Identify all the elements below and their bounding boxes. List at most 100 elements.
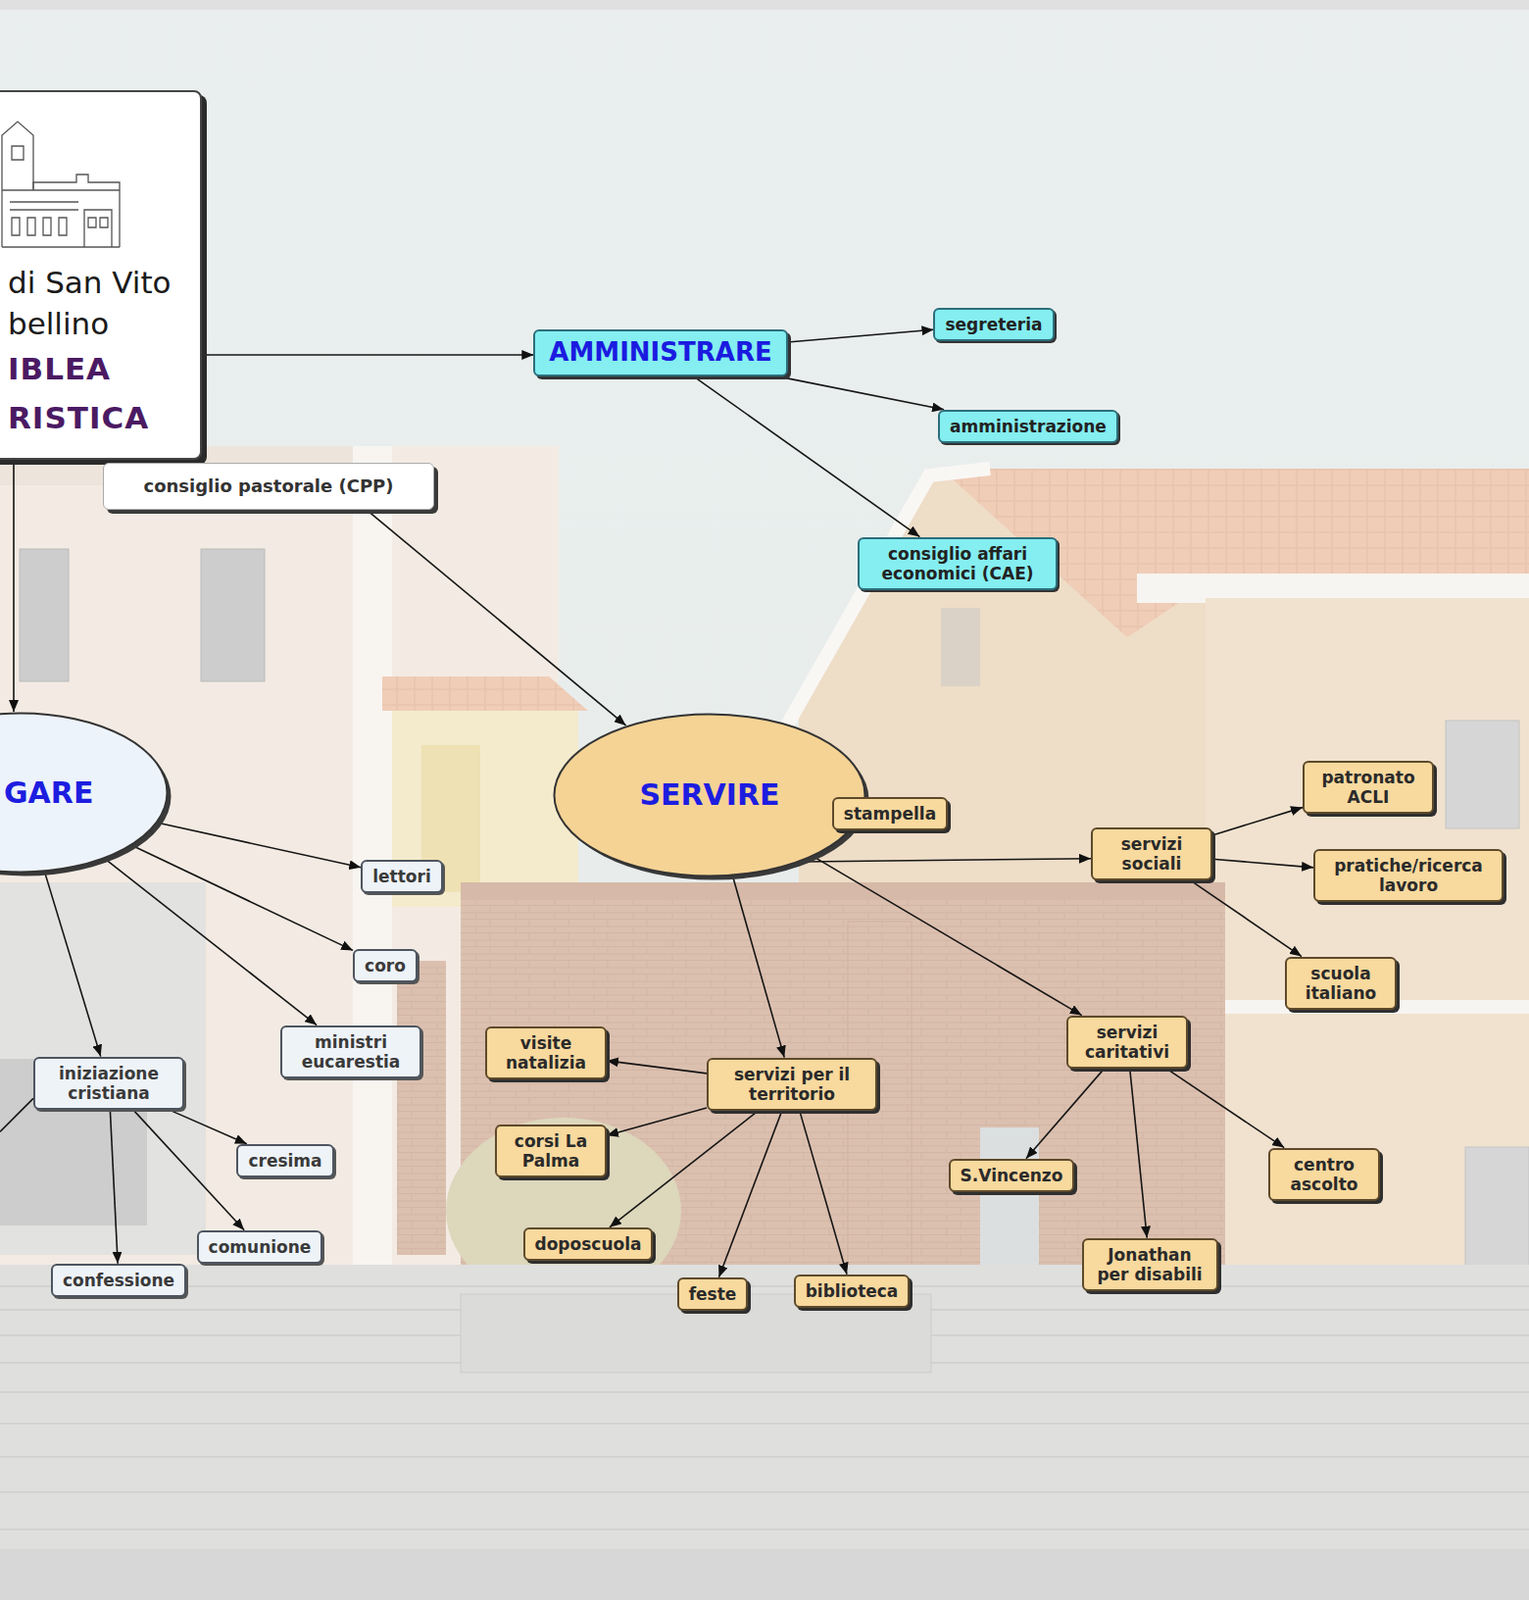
sketch-line	[9, 201, 79, 210]
activity-box: amministrazione	[937, 409, 1119, 444]
node-label: ministri eucarestia	[292, 1032, 410, 1073]
offpage-line	[0, 1097, 34, 1132]
connector-arrow	[606, 1060, 707, 1074]
node-label: confessione	[62, 1270, 175, 1290]
connector-arrow	[157, 822, 361, 868]
connector-arrow	[12, 459, 15, 712]
connector-arrow	[45, 872, 101, 1057]
sketch-line	[1, 246, 120, 247]
sketch-line	[11, 146, 24, 160]
activity-box: segreteria	[933, 307, 1054, 342]
node-label: pratiche/ricerca lavoro	[1325, 855, 1492, 896]
activity-box: patronato ACLI	[1302, 760, 1434, 815]
connector-arrow	[1212, 858, 1314, 868]
council-box: consiglio pastorale (CPP)	[102, 462, 434, 510]
sketch-line	[33, 174, 120, 247]
node-label: doposcuola	[535, 1233, 642, 1254]
category-ellipse: GARE	[0, 711, 169, 874]
node-label: comunione	[208, 1236, 312, 1257]
connector-arrow	[1212, 807, 1303, 836]
node-label: cresima	[247, 1150, 322, 1171]
node-label: corsi La Palma	[506, 1131, 595, 1172]
connector-arrow	[201, 353, 534, 356]
connector-arrow	[104, 858, 317, 1025]
node-label: centro ascolto	[1280, 1154, 1369, 1195]
connector-arrow	[733, 876, 786, 1058]
activity-box: servizi caritativi	[1066, 1015, 1188, 1070]
node-label: Jonathan per disabili	[1093, 1244, 1207, 1285]
connector-arrow	[109, 1109, 118, 1263]
node-label: scuola italiano	[1296, 963, 1385, 1004]
parish-title-box: di San Vito bellinoIBLEA RISTICA	[0, 90, 202, 460]
activity-box: biblioteca	[793, 1274, 911, 1308]
activity-box: scuola italiano	[1284, 956, 1397, 1011]
activity-box: servizi per il territorio	[706, 1057, 878, 1112]
connector-arrow	[133, 1109, 245, 1230]
activity-box: corsi La Palma	[494, 1124, 607, 1179]
activity-box: iniziazione cristiana	[33, 1056, 185, 1111]
sketch-line	[1, 121, 34, 191]
node-label: stampella	[843, 803, 937, 824]
node-label: di San Vito bellino	[7, 261, 193, 345]
connector-arrow	[169, 1109, 247, 1143]
node-label: lettori	[372, 866, 432, 887]
activity-box: stampella	[832, 796, 948, 831]
node-label: S.Vincenzo	[960, 1165, 1064, 1185]
connector-arrow	[788, 329, 935, 343]
activity-box: ministri eucarestia	[280, 1025, 422, 1080]
category-ellipse: SERVIRE	[552, 712, 867, 878]
activity-box: feste	[677, 1277, 749, 1311]
connector-arrow	[132, 845, 353, 951]
connector-arrow	[799, 1110, 847, 1274]
activity-box: comunione	[197, 1230, 324, 1264]
sketch-line	[0, 190, 2, 247]
connector-arrow	[1167, 1068, 1284, 1147]
connector-arrow	[813, 856, 1082, 1016]
connector-arrow	[692, 376, 920, 538]
activity-box: coro	[352, 948, 418, 983]
connector-arrow	[366, 509, 627, 726]
connector-arrow	[1130, 1068, 1147, 1237]
activity-box: cresima	[236, 1143, 334, 1178]
connector-arrow	[1190, 880, 1302, 956]
activity-box: confessione	[50, 1263, 187, 1297]
ellipse-fill	[0, 713, 168, 873]
node-label: patronato ACLI	[1314, 767, 1423, 808]
node-label: coro	[364, 955, 406, 976]
connector-arrow	[1026, 1068, 1104, 1158]
node-label: visite natalizia	[496, 1033, 595, 1074]
sketch-line	[11, 217, 67, 236]
church-sketch	[0, 92, 138, 259]
activity-box: pratiche/ricerca lavoro	[1313, 848, 1504, 903]
activity-box: consiglio affari economici (CAE)	[857, 537, 1058, 592]
sketch-line	[84, 209, 112, 247]
node-label: feste	[689, 1283, 738, 1304]
node-label: SERVIRE	[639, 777, 780, 813]
node-label: iniziazione cristiana	[45, 1063, 173, 1104]
connector-arrow	[606, 1107, 707, 1135]
node-label: GARE	[3, 775, 94, 811]
connector-arrow	[609, 1110, 758, 1227]
sketch-line	[1, 189, 120, 191]
activity-box: servizi sociali	[1090, 827, 1213, 882]
node-label: biblioteca	[805, 1281, 899, 1301]
node-label: AMMINISTRARE	[548, 337, 772, 368]
connector-arrow	[801, 858, 1091, 862]
activity-box: visite natalizia	[485, 1026, 607, 1081]
connector-arrow	[776, 376, 944, 410]
category-box: AMMINISTRARE	[533, 329, 788, 376]
ellipse-fill	[554, 714, 866, 877]
activity-box: lettori	[360, 859, 444, 893]
node-label: consiglio pastorale (CPP)	[143, 475, 394, 497]
node-label: servizi caritativi	[1078, 1022, 1177, 1063]
node-label: segreteria	[944, 314, 1042, 335]
node-label: servizi sociali	[1102, 834, 1201, 875]
activity-box: Jonathan per disabili	[1082, 1237, 1219, 1292]
connector-arrow	[719, 1110, 783, 1277]
node-label: servizi per il territorio	[718, 1064, 866, 1105]
activity-box: centro ascolto	[1268, 1147, 1381, 1202]
node-label: consiglio affari economici (CAE)	[869, 543, 1046, 585]
node-label: amministrazione	[949, 416, 1107, 437]
